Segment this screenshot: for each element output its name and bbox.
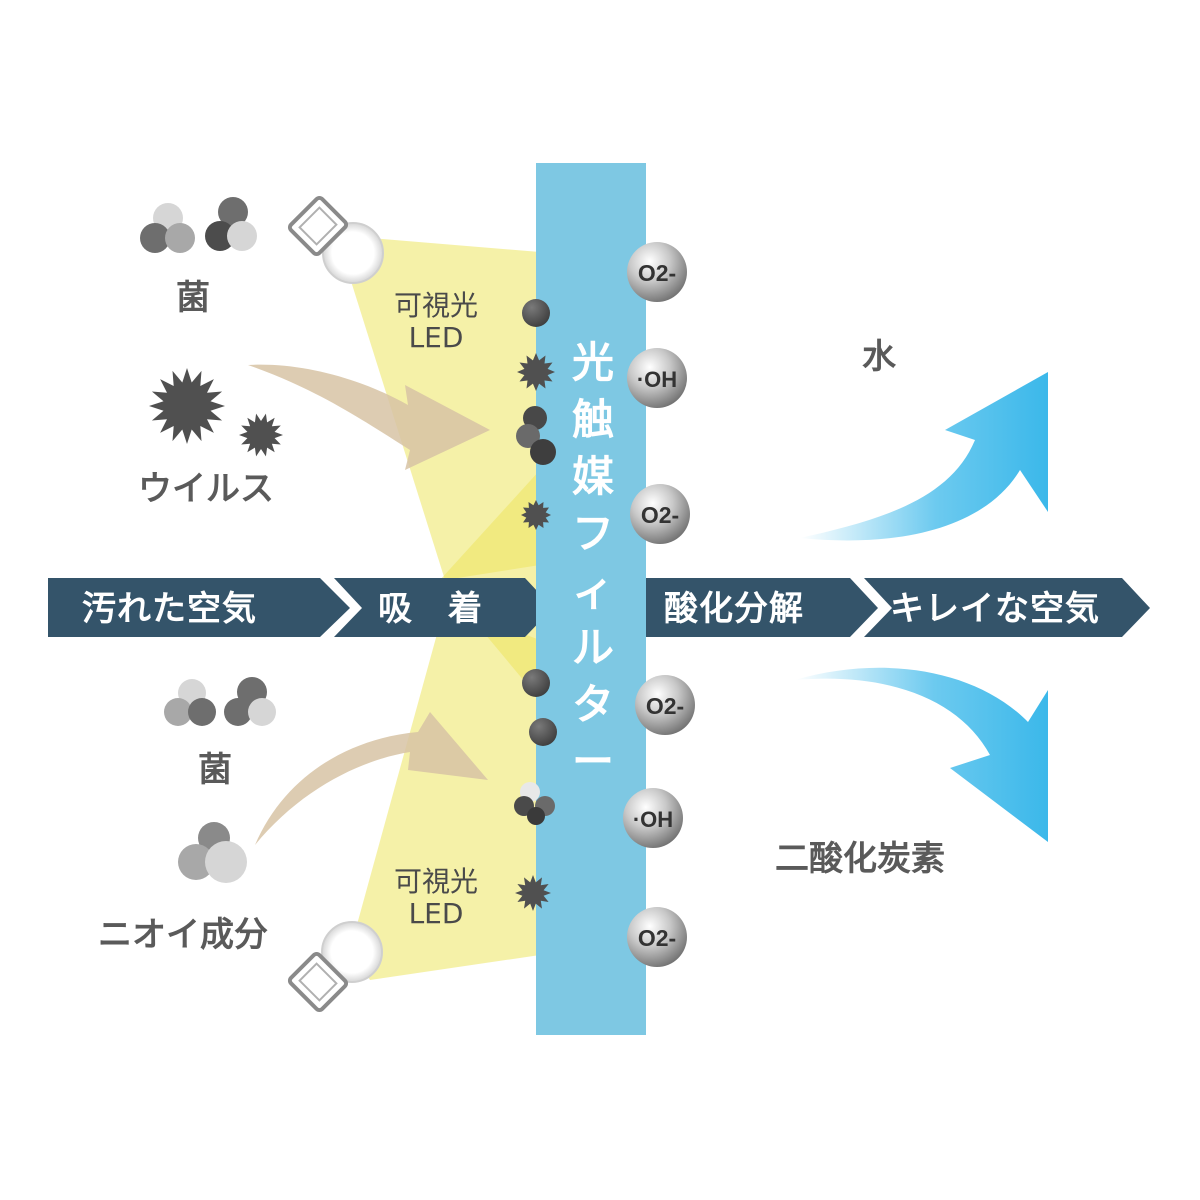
filter-char: タ	[571, 680, 614, 729]
trapped-particles	[514, 299, 557, 911]
ion-oh-2-icon: ·OH	[623, 788, 683, 848]
filter-char: 光	[571, 338, 614, 387]
bacteria-icon-top-2	[205, 197, 257, 251]
bacteria-icon-top-1	[140, 203, 195, 253]
label-led-top-line1: 可視光	[393, 289, 478, 322]
filter-char: ィ	[571, 566, 614, 615]
svg-text:·OH: ·OH	[637, 367, 677, 392]
output-arrow-water	[800, 372, 1048, 541]
svg-text:O2-: O2-	[638, 260, 676, 286]
label-bacteria-bottom: 菌	[198, 750, 232, 790]
flow-stage-adsorption: 吸 着	[378, 589, 483, 629]
ion-o2-3-icon: O2-	[635, 675, 695, 735]
label-virus: ウイルス	[138, 469, 274, 509]
ion-o2-1-icon: O2-	[627, 242, 687, 302]
filter-char: 媒	[571, 452, 614, 501]
label-odor: ニオイ成分	[98, 915, 268, 955]
ion-o2-4-icon: O2-	[627, 907, 687, 967]
svg-text:O2-: O2-	[638, 925, 676, 951]
filter-char: ル	[571, 623, 614, 672]
flow-stage-dirty-air: 汚れた空気	[82, 589, 257, 629]
filter-char: 触	[571, 395, 614, 444]
label-led-bottom-line2: LED	[408, 897, 464, 931]
label-led-bottom-line1: 可視光	[393, 865, 478, 898]
label-led-top-line2: LED	[408, 321, 464, 355]
led-lamp-bottom-icon	[287, 921, 383, 1013]
flow-stage-clean-air: キレイな空気	[890, 589, 1100, 629]
filter-char: フ	[571, 509, 614, 558]
ion-oh-1-icon: ·OH	[627, 348, 687, 408]
led-lamp-top-icon	[287, 195, 384, 284]
svg-text:O2-: O2-	[641, 502, 679, 528]
ion-o2-2-icon: O2-	[630, 484, 690, 544]
intake-arrow-bottom	[255, 712, 488, 845]
label-led-top: 可視光 LED	[386, 289, 486, 355]
flow-band	[48, 578, 1150, 637]
label-bacteria-top: 菌	[176, 278, 210, 318]
bacteria-icon-bottom-2	[224, 677, 276, 726]
output-arrow-co2	[795, 667, 1048, 842]
svg-text:O2-: O2-	[646, 693, 684, 719]
odor-molecule-icon	[178, 822, 247, 883]
label-co2: 二酸化炭素	[775, 839, 945, 879]
intake-arrow-top	[248, 364, 490, 470]
filter-char: ー	[571, 737, 614, 786]
label-led-bottom: 可視光 LED	[386, 865, 486, 931]
svg-text:·OH: ·OH	[633, 807, 673, 832]
label-water: 水	[862, 337, 896, 377]
led-light-bottom	[350, 605, 540, 980]
virus-icon-small	[239, 413, 283, 457]
bacteria-icon-bottom-1	[164, 679, 216, 726]
filter-label: 光 触 媒 フ ィ ル タ ー	[565, 342, 621, 798]
flow-stage-oxidation: 酸化分解	[664, 589, 804, 629]
virus-icon-large	[149, 368, 225, 444]
